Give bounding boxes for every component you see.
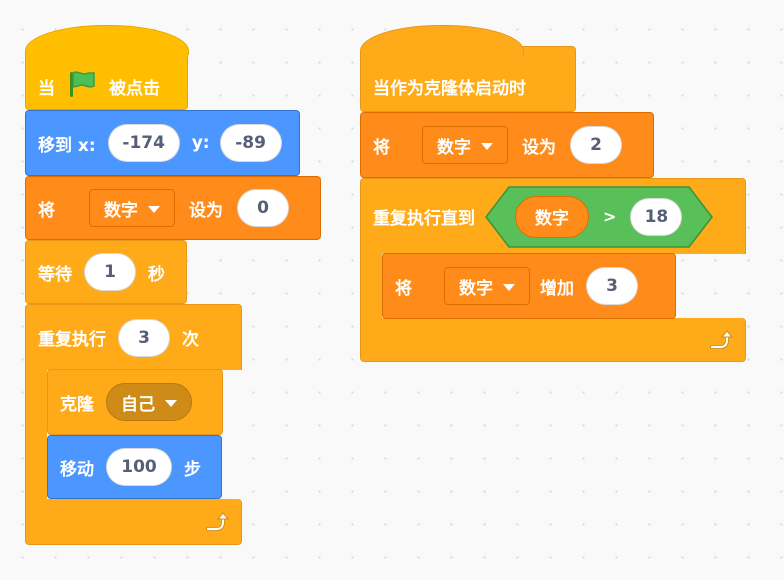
goto-label: 移到 x: bbox=[38, 135, 96, 156]
repeat-arrow-icon bbox=[206, 512, 229, 531]
x-input[interactable]: -174 bbox=[107, 124, 180, 162]
wait-unit-label: 秒 bbox=[148, 264, 165, 285]
variable-name-2: 数字 bbox=[437, 137, 471, 158]
variable-reporter[interactable]: 数字 bbox=[515, 195, 589, 238]
repeat-arrow-icon bbox=[710, 330, 733, 349]
set-to-label-2: 设为 bbox=[522, 137, 556, 158]
hat-clicked-label: 被点击 bbox=[109, 78, 160, 99]
set-value-input[interactable]: 0 bbox=[237, 189, 289, 227]
repeat-block[interactable]: 重复执行 3 次 bbox=[25, 304, 242, 370]
clone-hat-label: 当作为克隆体启动时 bbox=[373, 78, 526, 99]
repeat-until-block-bottom bbox=[360, 318, 746, 362]
clone-target-name: 自己 bbox=[121, 394, 155, 415]
repeat-until-arm-left bbox=[360, 253, 382, 319]
repeat-block-bottom bbox=[25, 499, 242, 545]
y-label: y: bbox=[191, 133, 210, 153]
move-steps-input[interactable]: 100 bbox=[106, 448, 172, 486]
dropdown-arrow-icon bbox=[165, 399, 177, 407]
repeat-times-label: 次 bbox=[182, 330, 199, 350]
change-by-label: 增加 bbox=[540, 278, 574, 299]
set-label: 将 bbox=[38, 200, 55, 221]
change-label: 将 bbox=[395, 278, 412, 299]
set-variable-block-2[interactable]: 将 数字 设为 2 bbox=[360, 112, 654, 178]
hat-cap bbox=[25, 25, 189, 55]
variable-name-3: 数字 bbox=[459, 278, 493, 299]
repeat-label: 重复执行 bbox=[38, 330, 106, 350]
set-value-input-2[interactable]: 2 bbox=[570, 126, 622, 164]
y-input[interactable]: -89 bbox=[219, 124, 282, 162]
operator-symbol: > bbox=[603, 207, 617, 226]
goto-xy-block[interactable]: 移到 x: -174 y: -89 bbox=[25, 110, 300, 176]
green-flag-icon bbox=[67, 70, 97, 103]
change-variable-block[interactable]: 将 数字 增加 3 bbox=[382, 253, 676, 319]
set-to-label: 设为 bbox=[189, 200, 223, 221]
greater-than-operator[interactable]: 数字 > 18 bbox=[485, 185, 713, 248]
move-unit-label: 步 bbox=[184, 459, 201, 480]
set-label-2: 将 bbox=[373, 137, 390, 158]
repeat-arm-left bbox=[25, 369, 47, 500]
when-start-as-clone-block[interactable]: 当作为克隆体启动时 bbox=[360, 25, 576, 112]
wait-block[interactable]: 等待 1 秒 bbox=[25, 240, 187, 304]
repeat-until-block[interactable]: 重复执行直到 数字 > 18 bbox=[360, 178, 746, 254]
change-value-input[interactable]: 3 bbox=[586, 267, 638, 305]
clone-label: 克隆 bbox=[60, 394, 94, 415]
variable-name: 数字 bbox=[104, 200, 138, 221]
when-flag-clicked-block[interactable]: 当 被点击 bbox=[25, 25, 189, 110]
hat-cap bbox=[360, 25, 524, 55]
dropdown-arrow-icon bbox=[503, 283, 515, 291]
clone-target-dropdown[interactable]: 自己 bbox=[106, 383, 192, 421]
compare-value-input[interactable]: 18 bbox=[630, 197, 683, 236]
wait-seconds-input[interactable]: 1 bbox=[84, 253, 136, 291]
wait-label: 等待 bbox=[38, 264, 72, 285]
move-steps-block[interactable]: 移动 100 步 bbox=[47, 435, 222, 499]
set-variable-block[interactable]: 将 数字 设为 0 bbox=[25, 176, 321, 240]
variable-dropdown-3[interactable]: 数字 bbox=[444, 267, 530, 305]
variable-dropdown[interactable]: 数字 bbox=[89, 189, 175, 227]
variable-dropdown-2[interactable]: 数字 bbox=[422, 126, 508, 164]
create-clone-block[interactable]: 克隆 自己 bbox=[47, 369, 223, 435]
dropdown-arrow-icon bbox=[148, 205, 160, 213]
repeat-count-input[interactable]: 3 bbox=[118, 318, 170, 357]
dropdown-arrow-icon bbox=[481, 142, 493, 150]
repeat-until-label: 重复执行直到 bbox=[373, 209, 475, 229]
hat-when-label: 当 bbox=[38, 78, 55, 99]
move-label: 移动 bbox=[60, 459, 94, 480]
